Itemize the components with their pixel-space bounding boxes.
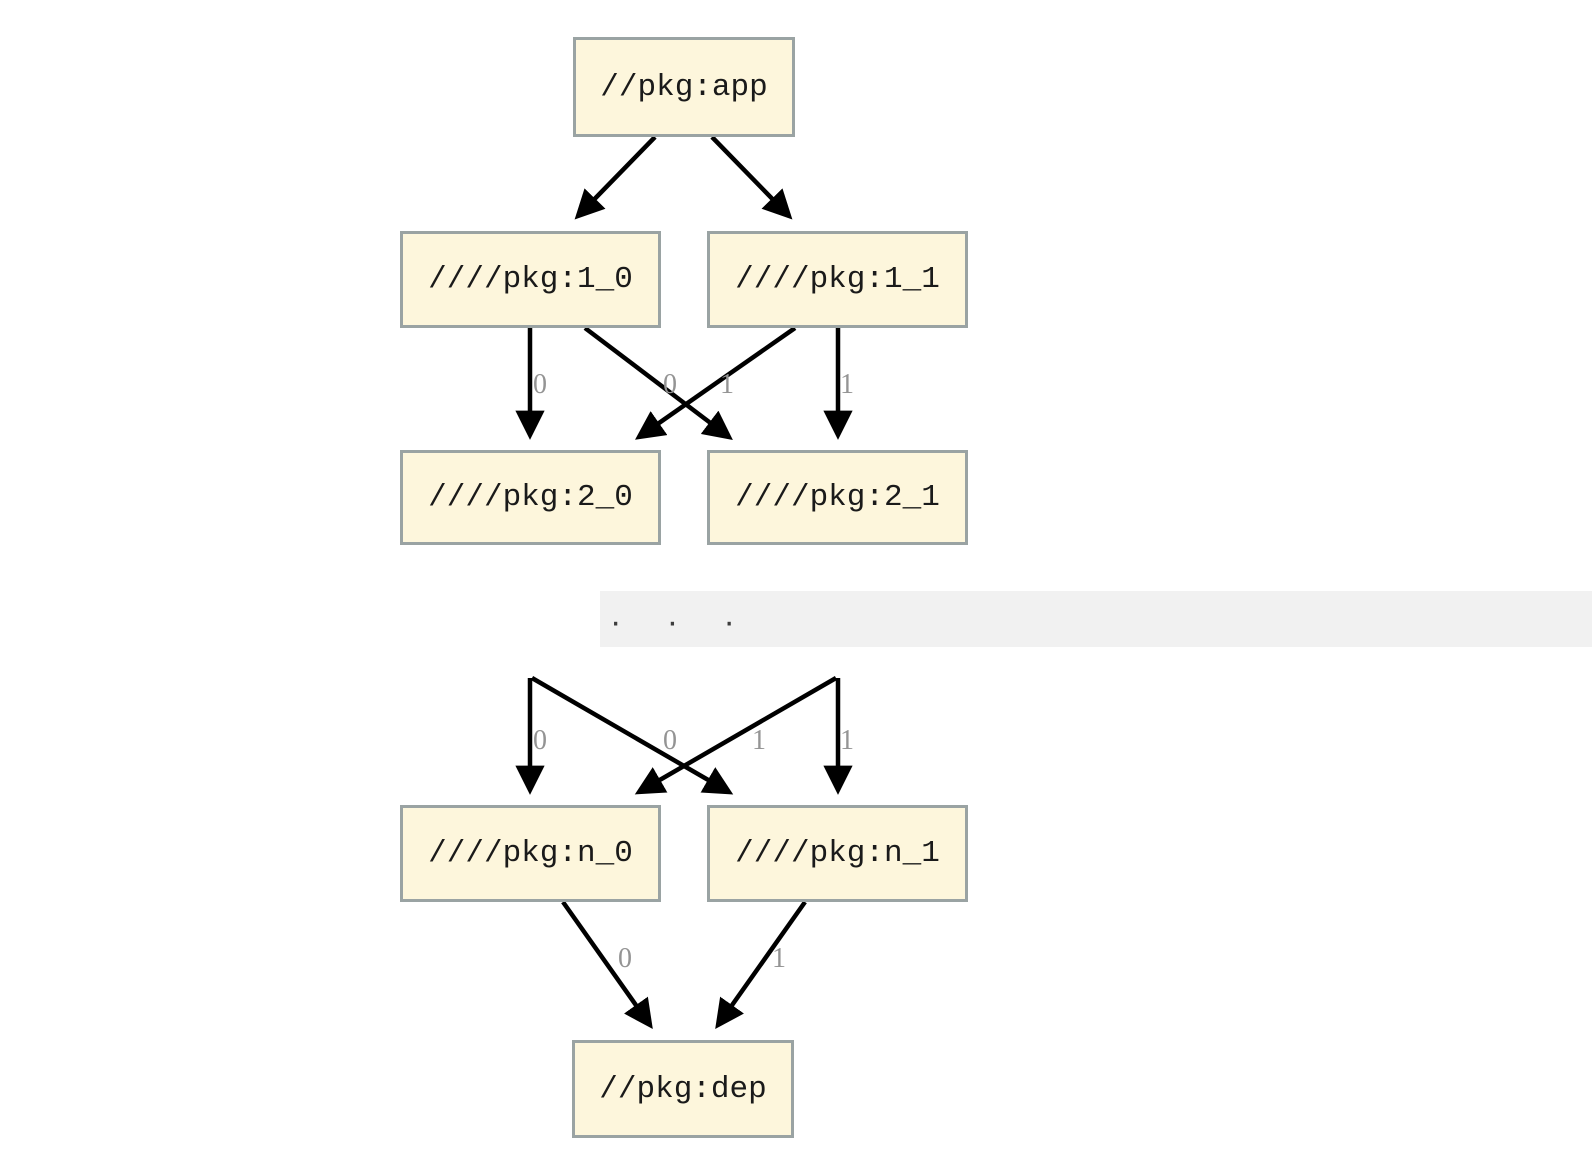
- edge-label-index: 0: [618, 943, 632, 974]
- node-pkg-app[interactable]: //pkg:app: [573, 37, 795, 137]
- edge-n_1-to-dep: [715, 900, 807, 1029]
- node-pkg-n_0[interactable]: ////pkg:n_0: [400, 805, 661, 902]
- edge-label-index: 1: [840, 369, 854, 400]
- edge-app-to-1_1: [710, 135, 793, 220]
- node-label: //pkg:app: [600, 69, 768, 105]
- edge-label-index: 1: [752, 725, 766, 756]
- node-label: ////pkg:n_0: [428, 836, 633, 871]
- edge-label-index: 0: [663, 369, 677, 400]
- edge-label-index: 0: [663, 725, 677, 756]
- node-pkg-2_1[interactable]: ////pkg:2_1: [707, 450, 968, 545]
- edge-app-to-1_0: [574, 135, 657, 220]
- edge-n_0-to-dep: [561, 900, 653, 1029]
- edge-1_1-to-2_0: [635, 326, 797, 440]
- node-label: ////pkg:2_1: [735, 480, 940, 515]
- node-pkg-n_1[interactable]: ////pkg:n_1: [707, 805, 968, 902]
- node-pkg-dep[interactable]: //pkg:dep: [572, 1040, 794, 1138]
- edge-label-index: 1: [840, 725, 854, 756]
- edge-1_0-to-2_1: [583, 326, 733, 440]
- node-pkg-1_0[interactable]: ////pkg:1_0: [400, 231, 661, 328]
- node-label: //pkg:dep: [599, 1071, 767, 1107]
- edge-label-index: 1: [720, 369, 734, 400]
- node-pkg-1_1[interactable]: ////pkg:1_1: [707, 231, 968, 328]
- node-label: ////pkg:2_0: [428, 480, 633, 515]
- node-pkg-2_0[interactable]: ////pkg:2_0: [400, 450, 661, 545]
- node-label: ////pkg:n_1: [735, 836, 940, 871]
- edge-label-index: 0: [533, 725, 547, 756]
- edge-hidden-to-n_0-alt: [634, 676, 838, 795]
- ellipsis-label: · · ·: [610, 603, 753, 641]
- edge-hidden-to-n_1: [530, 676, 734, 795]
- truncation-band: · · ·: [600, 591, 1592, 647]
- node-label: ////pkg:1_1: [735, 262, 940, 297]
- node-label: ////pkg:1_0: [428, 262, 633, 297]
- edge-label-index: 1: [772, 943, 786, 974]
- edge-label-index: 0: [533, 369, 547, 400]
